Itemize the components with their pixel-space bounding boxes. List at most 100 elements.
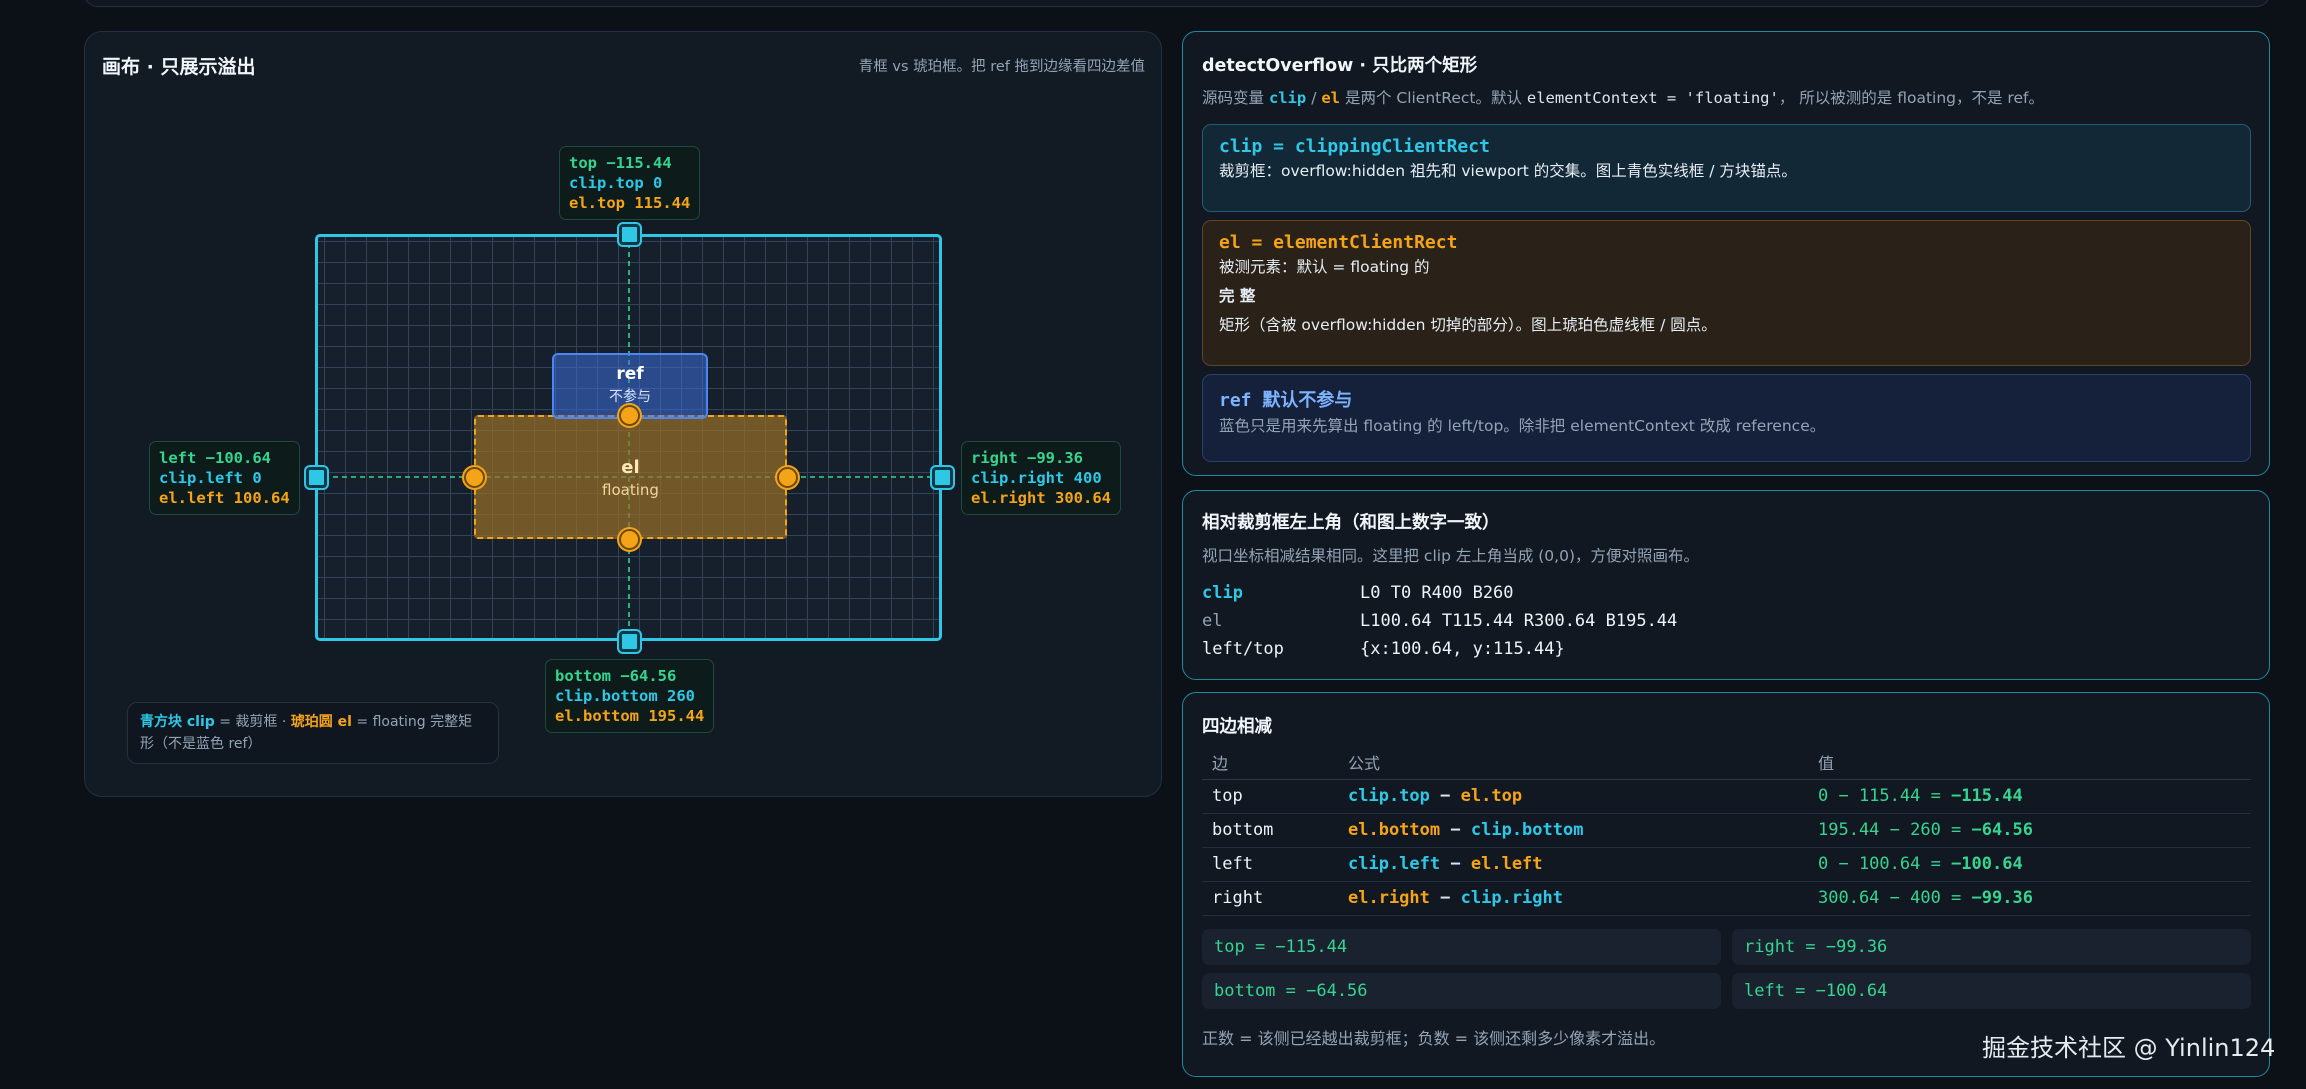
card1-sub-tail: ， 所以被测的是 floating，不是 ref。 [1778,89,2044,107]
canvas-panel: 画布 · 只展示溢出 青框 vs 琥珀框。把 ref 拖到边缘看四边差值 el … [84,31,1162,797]
right-el-value: el.right 300.64 [971,489,1111,507]
card1-subtitle: 源码变量 clip / el 是两个 ClientRect。默认 element… [1202,86,2044,108]
note-el-desc-2: 完 整 [1219,287,1256,305]
note-el-desc-1: 被测元素：默认 = floating 的 [1219,258,1430,276]
kv-clip-key: clip [1202,583,1243,603]
note-ref: ref 默认不参与 蓝色只是用来先算出 floating 的 left/top。… [1202,374,2251,462]
card1-sub-code: elementContext = 'floating' [1526,89,1779,107]
guide-lines [315,234,942,641]
card2-subtitle: 视口坐标相减结果相同。这里把 clip 左上角当成 (0,0)，方便对照画布。 [1202,547,1700,565]
bottom-clip-value: clip.bottom 260 [555,687,695,705]
header-side: 边 [1202,745,1348,780]
row-formula: clip.top − el.top [1348,779,1818,814]
card1-sub-clip: clip [1268,89,1307,107]
right-clip-value: clip.right 400 [971,469,1102,487]
row-formula: el.bottom − clip.bottom [1348,813,1818,848]
watermark: 掘金技术社区 @ Yinlin124 [1982,1034,2276,1062]
el-right-anchor-icon [777,467,798,488]
row-value: 0 − 115.44 = −115.44 [1818,779,2251,814]
el-left-anchor-icon [464,467,485,488]
left-diff-value: left −100.64 [159,449,271,467]
note-el-desc-3: 矩形（含被 overflow:hidden 切掉的部分）。图上琥珀色虚线框 / … [1219,316,1717,334]
formula-b: el.top [1460,786,1523,806]
row-value: 0 − 100.64 = −100.64 [1818,847,2251,882]
card1-sub-slash: / [1306,89,1322,107]
value-result: −100.64 [1951,854,2023,874]
header-formula: 公式 [1348,745,1818,780]
value-calc: 195.44 − 260 = [1818,820,1972,840]
formula-op: − [1440,888,1451,908]
clip-top-anchor-icon [619,224,640,245]
row-formula: el.right − clip.right [1348,881,1818,916]
left-el-value: el.left 100.64 [159,489,290,507]
formula-a: el.bottom [1348,820,1441,840]
kv-el-key: el [1202,611,1223,631]
note-el: el = elementClientRect 被测元素：默认 = floatin… [1202,220,2251,366]
result-chip-left: left = −100.64 [1732,973,2251,1009]
row-value: 195.44 − 260 = −64.56 [1818,813,2251,848]
row-side: bottom [1202,813,1348,848]
detect-overflow-card: detectOverflow · 只比两个矩形 源码变量 clip / el 是… [1182,31,2270,476]
row-side: right [1202,881,1348,916]
el-bottom-anchor-icon [619,529,640,550]
diff-table: 边 公式 值 top clip.top − el.top 0 − 115.44 … [1202,745,2251,916]
ref-sub-label: 不参与 [609,389,651,405]
card1-sub-mid: 是两个 ClientRect。默认 [1340,89,1527,107]
top-el-value: el.top 115.44 [569,194,691,212]
formula-a: clip.top [1348,786,1430,806]
note-el-title: el = elementClientRect [1219,232,1458,253]
clip-left-anchor-icon [306,467,327,488]
el-sub-label: floating [602,481,659,499]
table-row: right el.right − clip.right 300.64 − 400… [1202,881,2251,916]
note-ref-desc: 蓝色只是用来先算出 floating 的 left/top。除非把 elemen… [1219,417,1826,435]
el-label: el [621,457,640,478]
diff-table-header: 边 公式 值 [1202,745,2251,780]
note-clip-desc: 裁剪框：overflow:hidden 祖先和 viewport 的交集。图上青… [1219,162,1797,180]
header-value: 值 [1818,745,2251,780]
formula-a: clip.left [1348,854,1441,874]
el-top-anchor-icon [619,405,640,426]
row-value: 300.64 − 400 = −99.36 [1818,881,2251,916]
legend-mid: = 裁剪框 · [214,714,291,730]
ref-label: ref [616,364,644,384]
kv-el-value: L100.64 T115.44 R300.64 B195.44 [1360,611,1678,631]
bottom-el-value: el.bottom 195.44 [555,707,705,725]
value-calc: 300.64 − 400 = [1818,888,1972,908]
card1-sub-el: el [1321,89,1341,107]
clip-right-anchor-icon [932,467,953,488]
el-floating-rect: el floating [474,415,787,539]
legend-clip-label: 青方块 clip [140,714,215,730]
value-calc: 0 − 100.64 = [1818,854,1952,874]
table-row: bottom el.bottom − clip.bottom 195.44 − … [1202,813,2251,848]
clip-bottom-anchor-icon [619,631,640,652]
table-row: top clip.top − el.top 0 − 115.44 = −115.… [1202,779,2251,814]
card1-sub-pre: 源码变量 [1202,89,1269,107]
note-ref-title: ref 默认不参与 [1219,390,1353,411]
card3-footnote: 正数 = 该侧已经越出裁剪框；负数 = 该侧还剩多少像素才溢出。 [1202,1029,1666,1048]
card1-title: detectOverflow · 只比两个矩形 [1202,56,1478,76]
value-result: −99.36 [1971,888,2033,908]
bottom-diff-value: bottom −64.56 [555,667,677,685]
value-result: −115.44 [1951,786,2023,806]
canvas-legend: 青方块 clip = 裁剪框 · 琥珀圆 el = floating 完整矩形（… [127,702,499,764]
kv-lefttop-key: left/top [1202,639,1284,659]
kv-lefttop-value: {x:100.64, y:115.44} [1360,639,1565,659]
right-diff-tag: right −99.36 clip.right 400 el.right 300… [961,441,1121,515]
result-chip-top: top = −115.44 [1202,929,1721,965]
relative-coords-card: 相对裁剪框左上角（和图上数字一致） 视口坐标相减结果相同。这里把 clip 左上… [1182,490,2270,680]
row-formula: clip.left − el.left [1348,847,1818,882]
canvas-hint: 青框 vs 琥珀框。把 ref 拖到边缘看四边差值 [858,59,1145,75]
formula-b: el.left [1470,854,1543,874]
left-diff-tag: left −100.64 clip.left 0 el.left 100.64 [149,441,300,515]
note-clip: clip = clippingClientRect 裁剪框：overflow:h… [1202,124,2251,212]
row-side: left [1202,847,1348,882]
result-chip-bottom: bottom = −64.56 [1202,973,1721,1009]
top-diff-value: top −115.44 [569,154,672,172]
legend-tail: = floating 完整矩形（不是蓝色 ref） [140,714,473,752]
bottom-diff-tag: bottom −64.56 clip.bottom 260 el.bottom … [545,659,715,733]
formula-op: − [1450,820,1461,840]
formula-op: − [1440,786,1451,806]
formula-b: clip.bottom [1470,820,1584,840]
top-clip-value: clip.top 0 [569,174,663,192]
formula-b: clip.right [1460,888,1563,908]
